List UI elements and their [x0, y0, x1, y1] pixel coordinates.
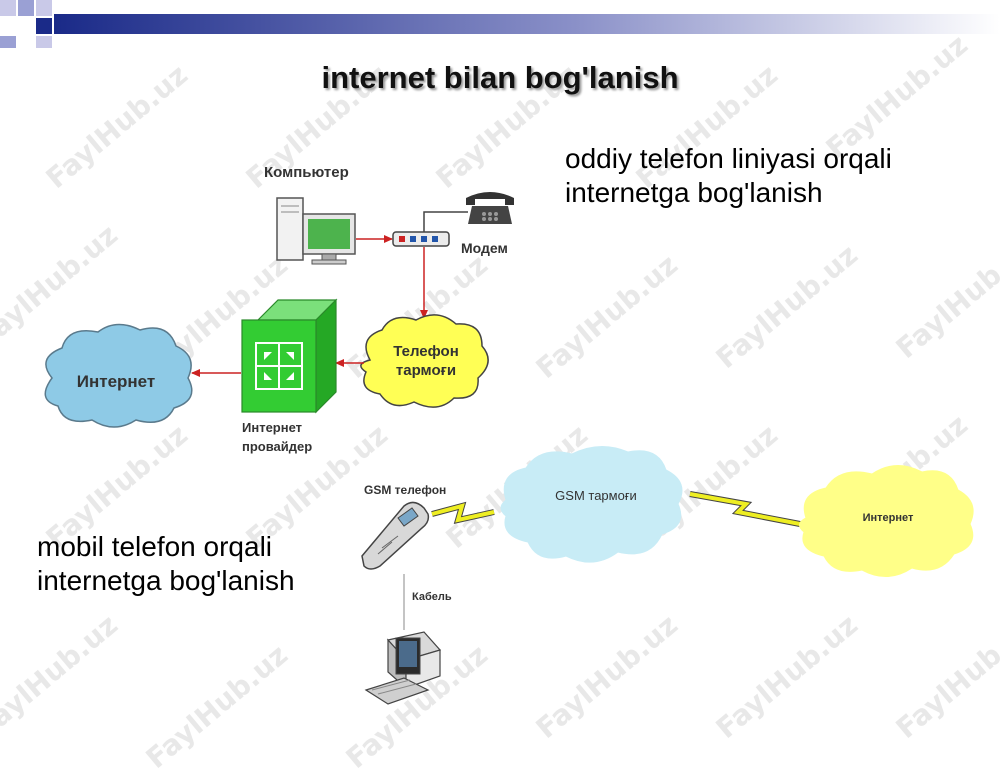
internet-cloud-landline — [44, 323, 193, 428]
computer-icon — [276, 197, 356, 265]
telephone-icon — [466, 192, 514, 224]
gsm-phone-icon — [361, 501, 430, 570]
header-square — [0, 0, 16, 16]
phone-network-label-line-1: Телефон — [393, 343, 459, 360]
provider-icon — [241, 298, 338, 414]
network-diagrams: Компьютер Модем — [44, 164, 974, 705]
desktop-computer-icon — [364, 631, 442, 705]
header-square — [18, 18, 34, 34]
computer-label: Компьютер — [264, 164, 349, 181]
provider-label-line-1: Интернет — [242, 420, 302, 435]
caption-landline: oddiy telefon liniyasi orqali internetga… — [565, 142, 892, 210]
wireless-link-phone-to-gsm-fill — [431, 503, 495, 523]
phone-network-label-line-2: тармоғи — [396, 362, 456, 379]
header-square — [36, 36, 52, 48]
slide-title: internet bilan bog'lanish — [321, 60, 679, 95]
phone-network-cloud — [360, 314, 489, 408]
wireless-link-gsm-to-internet-fill — [689, 492, 801, 526]
landline-diagram: Компьютер Модем — [44, 164, 514, 454]
gsm-network-label: GSM тармоғи — [555, 488, 637, 503]
header-square — [0, 36, 16, 48]
gsm-phone-label: GSM телефон — [364, 483, 446, 497]
modem-icon — [392, 231, 450, 247]
caption-landline-line-2: internetga bog'lanish — [565, 177, 823, 208]
caption-mobile-line-1: mobil telefon orqali — [37, 531, 273, 562]
header-square — [36, 18, 52, 34]
caption-mobile: mobil telefon orqali internetga bog'lani… — [37, 530, 295, 598]
header-bar — [0, 0, 1000, 48]
internet-cloud-mobile — [799, 465, 974, 577]
header-gradient — [54, 14, 1000, 34]
header-square — [18, 0, 34, 16]
header-square — [36, 0, 52, 16]
mobile-diagram: GSM телефон GSM тармоғи Интернет Ка — [361, 446, 974, 705]
caption-mobile-line-2: internetga bog'lanish — [37, 565, 295, 596]
gsm-network-cloud — [500, 446, 683, 563]
phone-line — [423, 211, 468, 232]
internet-label-mobile: Интернет — [863, 512, 914, 524]
caption-landline-line-1: oddiy telefon liniyasi orqali — [565, 143, 892, 174]
cable-label: Кабель — [412, 591, 452, 603]
modem-label: Модем — [461, 240, 508, 256]
provider-label-line-2: провайдер — [242, 439, 312, 454]
header-decoration — [0, 0, 1000, 48]
internet-label-landline: Интернет — [77, 372, 155, 391]
